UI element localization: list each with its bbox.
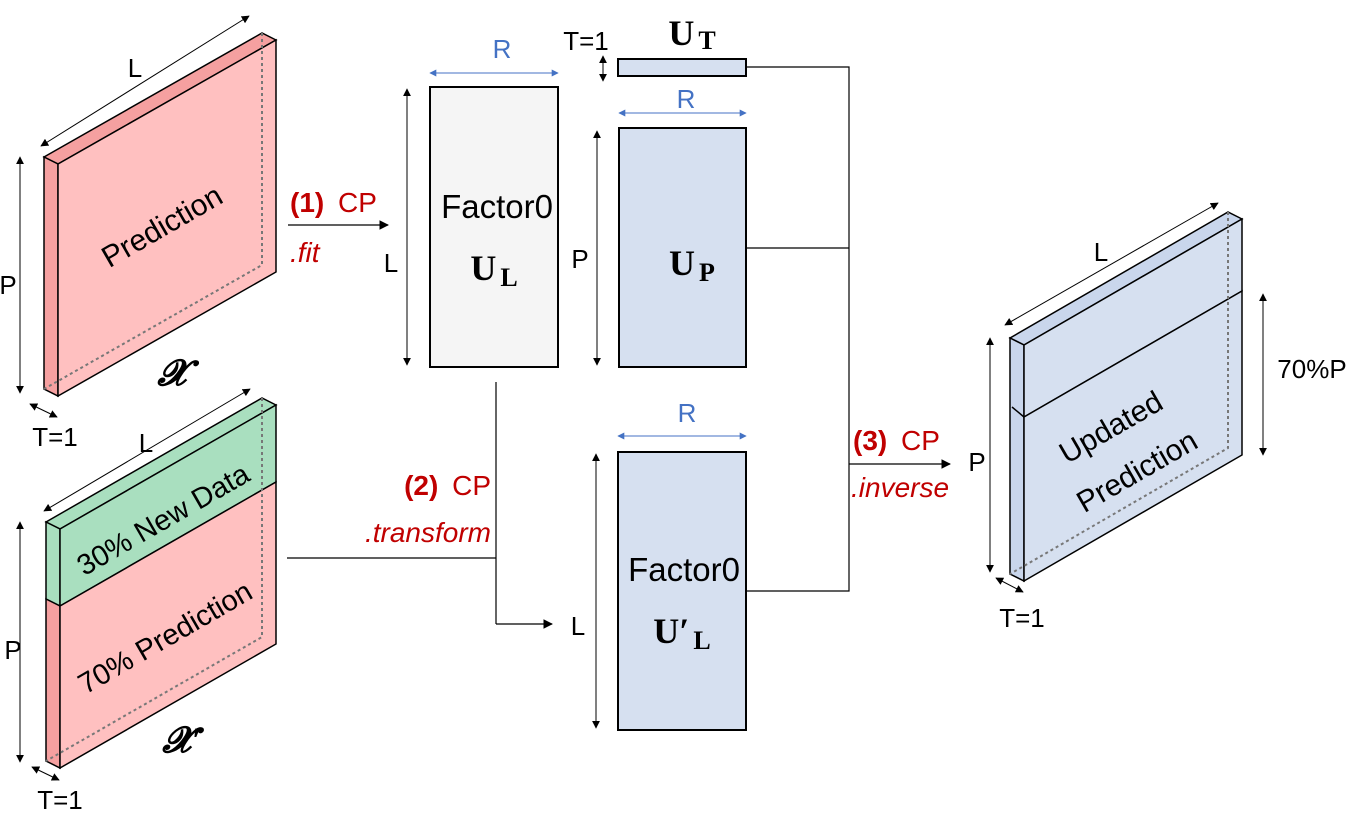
factor-ut-box xyxy=(617,58,747,77)
tensor-xp-symbol: 𝓧′ xyxy=(161,720,204,760)
tensor-x-side-face xyxy=(43,155,59,398)
factor-ulp-dim-l: L xyxy=(571,611,585,641)
output-front-bottom xyxy=(1023,289,1243,583)
svg-text:U′ L: U′ L xyxy=(653,611,710,655)
factor-ul-title: Factor0 xyxy=(441,188,553,225)
factor-ut-sym: U xyxy=(668,13,694,53)
factor-ul-sym: U xyxy=(470,248,496,288)
factor-ut-dim-t: T=1 xyxy=(563,26,609,56)
factor-ul-sub: L xyxy=(500,263,517,292)
tensor-x-dim-t: T=1 xyxy=(32,422,78,452)
factor-ulp-title: Factor0 xyxy=(628,551,740,588)
step-2: (2) CP .transform xyxy=(287,382,553,629)
factor-up-sym: U xyxy=(669,243,695,283)
svg-text:(1) CP: (1) CP xyxy=(290,187,377,218)
step-3-method: .inverse xyxy=(851,472,949,503)
output-tensor: Updated Prediction L P 70%P T=1 xyxy=(968,202,1347,633)
factor-up-sub: P xyxy=(699,258,715,287)
output-dim-p: P xyxy=(968,447,985,477)
output-side-face xyxy=(1009,336,1025,583)
svg-text:U T: U T xyxy=(668,13,715,55)
factor-up-box xyxy=(618,127,747,368)
factor-ul-dim-r: R xyxy=(493,34,512,64)
factor-up-dim-p: P xyxy=(571,244,588,274)
svg-text:(3) CP: (3) CP xyxy=(853,425,940,456)
factor-ulp-sym: U′ xyxy=(653,611,689,651)
tensor-xp-side-red xyxy=(45,597,61,770)
tensor-x-symbol: 𝓧 xyxy=(156,353,199,393)
step-2-method: .transform xyxy=(365,517,491,548)
step-3-num: (3) xyxy=(853,425,887,456)
tensor-xp-side-green xyxy=(45,520,61,608)
step-2-op: CP xyxy=(452,470,491,501)
step-2-num: (2) xyxy=(404,470,438,501)
tensor-xp-dim-t: T=1 xyxy=(37,785,83,815)
output-dim-l: L xyxy=(1094,237,1108,267)
factor-ulp-dim-r: R xyxy=(678,398,697,428)
tensor-xp-dim-l: L xyxy=(139,428,153,458)
tensor-x-dim-l: L xyxy=(128,53,142,83)
factor-ulp-box xyxy=(617,451,747,731)
tensor-xp-dim-p: P xyxy=(4,635,21,665)
step-3-op: CP xyxy=(901,425,940,456)
svg-text:U L: U L xyxy=(470,248,517,292)
output-dim-70p: 70%P xyxy=(1277,354,1346,384)
tensor-x-dim-p: P xyxy=(0,270,17,300)
factor-ut: U T T=1 xyxy=(563,13,747,82)
factor-up-dim-r: R xyxy=(677,84,696,114)
factor-ul-box xyxy=(429,86,559,368)
tensor-x-prime: 30% New Data 70% Prediction L P T=1 𝓧′ xyxy=(4,388,278,815)
step-1: (1) CP .fit xyxy=(288,187,389,268)
step-1-num: (1) xyxy=(290,187,324,218)
factor-ulp-sub: L xyxy=(693,626,710,655)
svg-text:U P: U P xyxy=(669,243,715,287)
step-1-method: .fit xyxy=(290,237,321,268)
factor-ul: Factor0 U L R L xyxy=(384,34,559,368)
factor-up: U P R P xyxy=(571,84,747,368)
tensor-xp-red-band xyxy=(59,480,277,770)
svg-text:(2) CP: (2) CP xyxy=(404,470,491,501)
step-1-op: CP xyxy=(338,187,377,218)
factor-ul-dim-l: L xyxy=(384,248,398,278)
tensor-x: Prediction L P T=1 𝓧 xyxy=(0,15,278,452)
factor-ul-prime: Factor0 U′ L R L xyxy=(571,398,747,731)
step-3: (3) CP .inverse xyxy=(746,66,951,592)
output-dim-t: T=1 xyxy=(999,603,1045,633)
factor-ut-sub: T xyxy=(698,26,715,55)
